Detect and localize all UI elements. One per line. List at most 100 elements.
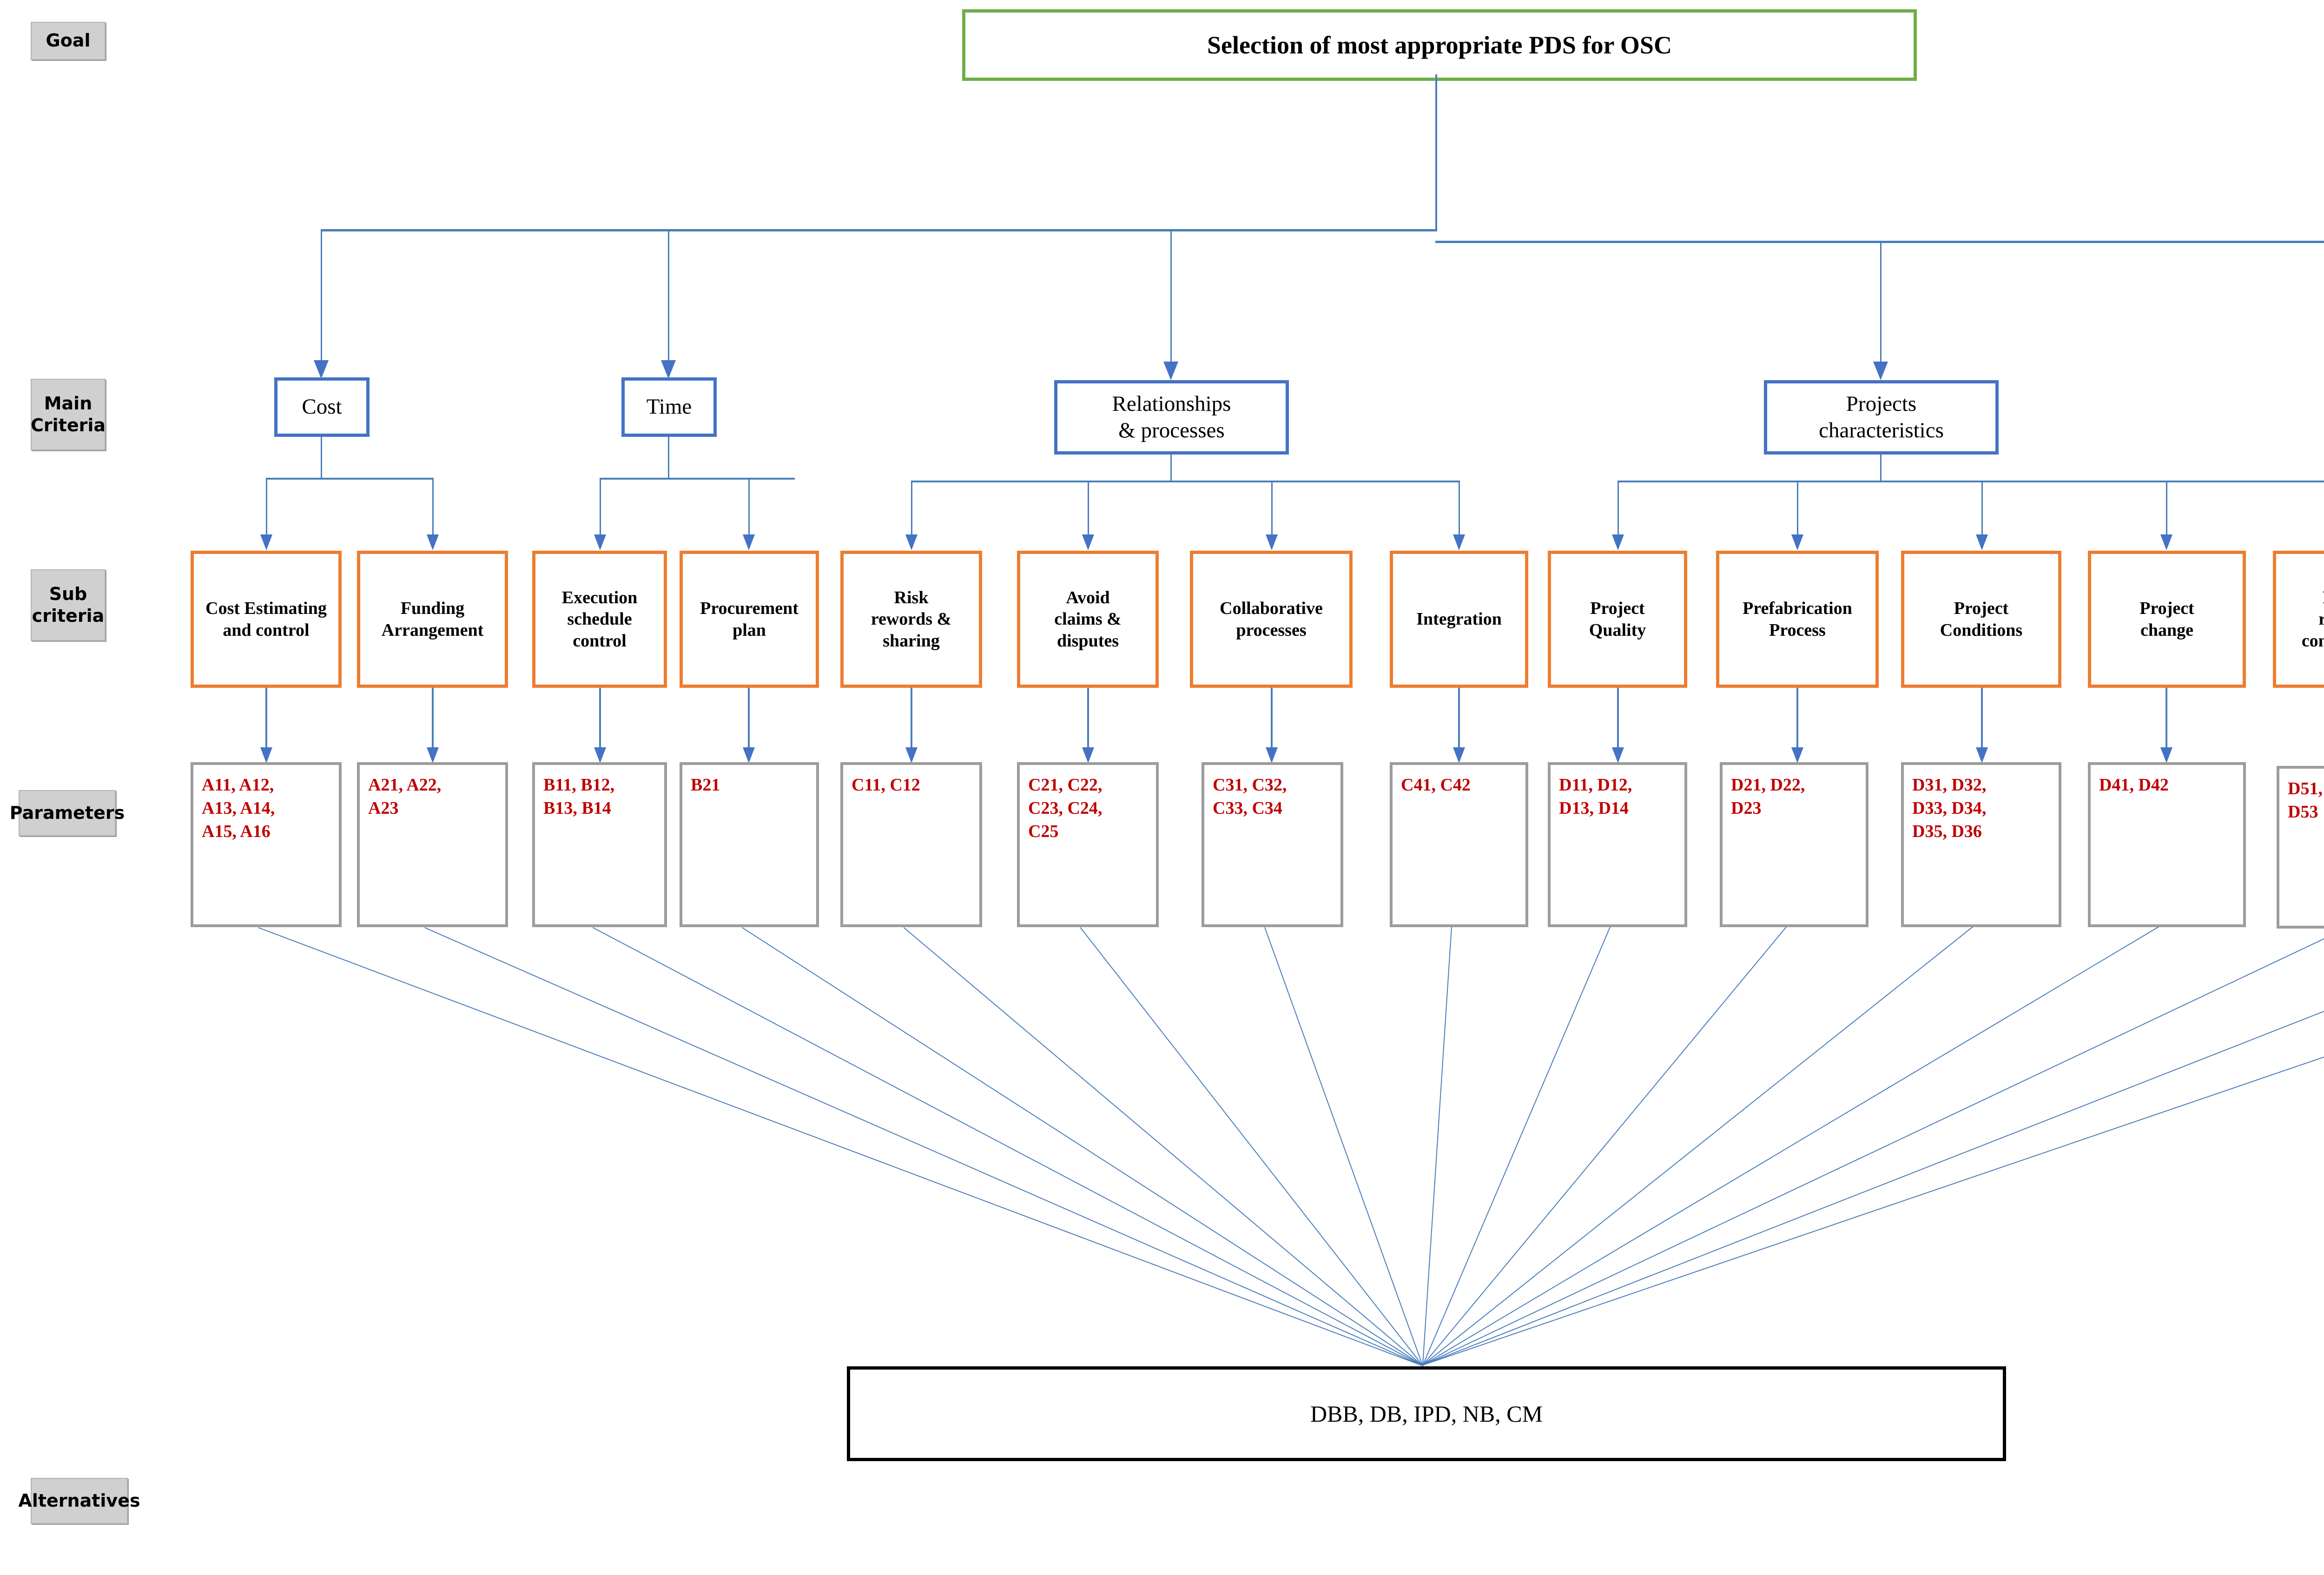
arrow-param-7 <box>1266 747 1278 763</box>
bus-projects <box>1618 481 2324 482</box>
drop-to-projects-characteristics <box>1880 241 1882 366</box>
drop-rel-s1 <box>911 481 912 538</box>
drop-param-9 <box>1617 688 1619 751</box>
row-label-alternatives: Alternatives <box>18 1478 140 1524</box>
drop-to-relationships <box>1170 229 1172 366</box>
parameters-box-b1[interactable]: B11, B12, B13, B14 <box>532 762 667 927</box>
arrow-param-3 <box>594 747 606 763</box>
parameters-box-d3[interactable]: D31, D32, D33, D34, D35, D36 <box>1901 762 2061 927</box>
fan-line <box>1422 926 2159 1365</box>
arrow-param-10 <box>1791 747 1803 763</box>
parameters-box-a1[interactable]: A11, A12, A13, A14, A15, A16 <box>191 762 342 927</box>
drop-cost-s1 <box>266 478 267 538</box>
arrow-rel-s2 <box>1082 534 1094 550</box>
parameters-box-c2[interactable]: C21, C22, C23, C24, C25 <box>1017 762 1159 927</box>
parameters-box-b2[interactable]: B21 <box>680 762 819 927</box>
alternatives-box[interactable]: DBB, DB, IPD, NB, CM <box>847 1366 2006 1461</box>
drop-param-8 <box>1458 688 1460 751</box>
sub-criteria-funding-arrangement[interactable]: Funding Arrangement <box>357 551 508 688</box>
main-criteria-projects-characteristics[interactable]: Projects characteristics <box>1764 380 1999 455</box>
drop-param-1 <box>265 688 267 751</box>
arrow-param-6 <box>1082 747 1094 763</box>
dist-bar-upper <box>321 229 1437 231</box>
sub-criteria-collaborative-processes[interactable]: Collaborative processes <box>1190 551 1353 688</box>
arrow-rel-s4 <box>1453 534 1465 550</box>
drop-to-cost <box>321 229 322 364</box>
sub-criteria-project-change[interactable]: Project change <box>2088 551 2246 688</box>
arrow-cost-s1 <box>260 534 272 550</box>
drop-rel-s2 <box>1088 481 1089 538</box>
sub-criteria-project-quality[interactable]: Project Quality <box>1548 551 1687 688</box>
arrow-to-relationships <box>1163 362 1178 380</box>
drop-param-12 <box>2166 688 2167 751</box>
drop-prj-s2 <box>1797 481 1798 538</box>
arrow-cost-s2 <box>427 534 439 550</box>
arrow-time-s1 <box>594 534 606 550</box>
parameters-box-c3[interactable]: C31, C32, C33, C34 <box>1202 762 1343 927</box>
arrow-param-11 <box>1976 747 1988 763</box>
parameters-box-d1[interactable]: D11, D12, D13, D14 <box>1548 762 1687 927</box>
sub-criteria-cost-estimating-and-control[interactable]: Cost Estimating and control <box>191 551 342 688</box>
sub-criteria-integration[interactable]: Integration <box>1390 551 1528 688</box>
sub-criteria-prefabrication-process[interactable]: Prefabrication Process <box>1716 551 1879 688</box>
parameters-box-c1[interactable]: C11, C12 <box>840 762 982 927</box>
drop-param-10 <box>1796 688 1798 751</box>
fan-line <box>592 927 1423 1366</box>
goal-box: Selection of most appropriate PDS for OS… <box>962 9 1917 81</box>
arrow-time-s2 <box>743 534 755 550</box>
dist-bar-lower <box>1435 241 2324 243</box>
sub-criteria-projects-regularity-considerations[interactable]: Project’s regularity considerations <box>2273 551 2324 688</box>
parameters-box-c4[interactable]: C41, C42 <box>1390 762 1528 927</box>
fan-line <box>1080 927 1423 1366</box>
main-criteria-relationships[interactable]: Relationships & processes <box>1054 380 1289 455</box>
arrow-param-5 <box>905 747 918 763</box>
stem-relationships <box>1170 455 1172 481</box>
stem-cost <box>321 437 322 479</box>
arrow-rel-s3 <box>1266 534 1278 550</box>
drop-param-11 <box>1981 688 1983 751</box>
arrow-param-9 <box>1612 747 1624 763</box>
drop-param-7 <box>1271 688 1273 751</box>
arrow-param-12 <box>2160 747 2172 763</box>
row-label-sub-criteria: Sub criteria <box>31 569 106 641</box>
fan-line <box>741 927 1423 1366</box>
arrow-param-8 <box>1453 747 1465 763</box>
fan-line <box>1422 926 1787 1365</box>
arrow-prj-s4 <box>2160 534 2172 550</box>
bus-time <box>600 478 795 480</box>
arrow-prj-s3 <box>1976 534 1988 550</box>
main-criteria-time[interactable]: Time <box>621 377 717 437</box>
arrow-prj-s2 <box>1791 534 1803 550</box>
sub-criteria-avoid-claims-disputes[interactable]: Avoid claims & disputes <box>1017 551 1159 688</box>
arrow-param-1 <box>260 747 272 763</box>
main-criteria-cost[interactable]: Cost <box>274 377 370 437</box>
bus-relationships <box>911 481 1459 482</box>
stem-projects <box>1880 455 1882 481</box>
drop-rel-s3 <box>1271 481 1273 538</box>
fan-line <box>903 927 1423 1366</box>
fan-line <box>1422 927 1452 1365</box>
drop-param-5 <box>911 688 912 751</box>
sub-criteria-project-conditions[interactable]: Project Conditions <box>1901 551 2061 688</box>
drop-rel-s4 <box>1459 481 1460 538</box>
drop-param-6 <box>1087 688 1089 751</box>
arrow-param-4 <box>743 747 755 763</box>
sub-criteria-risk-rewords-sharing[interactable]: Risk rewords & sharing <box>840 551 982 688</box>
fan-line <box>1422 926 1974 1365</box>
row-label-main-criteria: Main Criteria <box>31 379 106 450</box>
drop-time-s2 <box>748 478 750 538</box>
parameters-box-d4[interactable]: D41, D42 <box>2088 762 2246 927</box>
sub-criteria-execution-schedule-control[interactable]: Execution schedule control <box>532 551 667 688</box>
fan-line <box>1422 927 1611 1365</box>
sub-criteria-procurement-plan[interactable]: Procurement plan <box>680 551 819 688</box>
fan-line <box>1423 928 2324 1365</box>
drop-time-s1 <box>600 478 601 538</box>
drop-prj-s3 <box>1981 481 1983 538</box>
parameters-box-d2[interactable]: D21, D22, D23 <box>1720 762 1868 927</box>
drop-prj-s1 <box>1618 481 1619 538</box>
row-label-parameters: Parameters <box>10 790 125 836</box>
parameters-box-d5[interactable]: D51, D52, D53 <box>2277 766 2324 929</box>
arrow-rel-s1 <box>905 534 918 550</box>
parameters-box-a2[interactable]: A21, A22, A23 <box>357 762 508 927</box>
